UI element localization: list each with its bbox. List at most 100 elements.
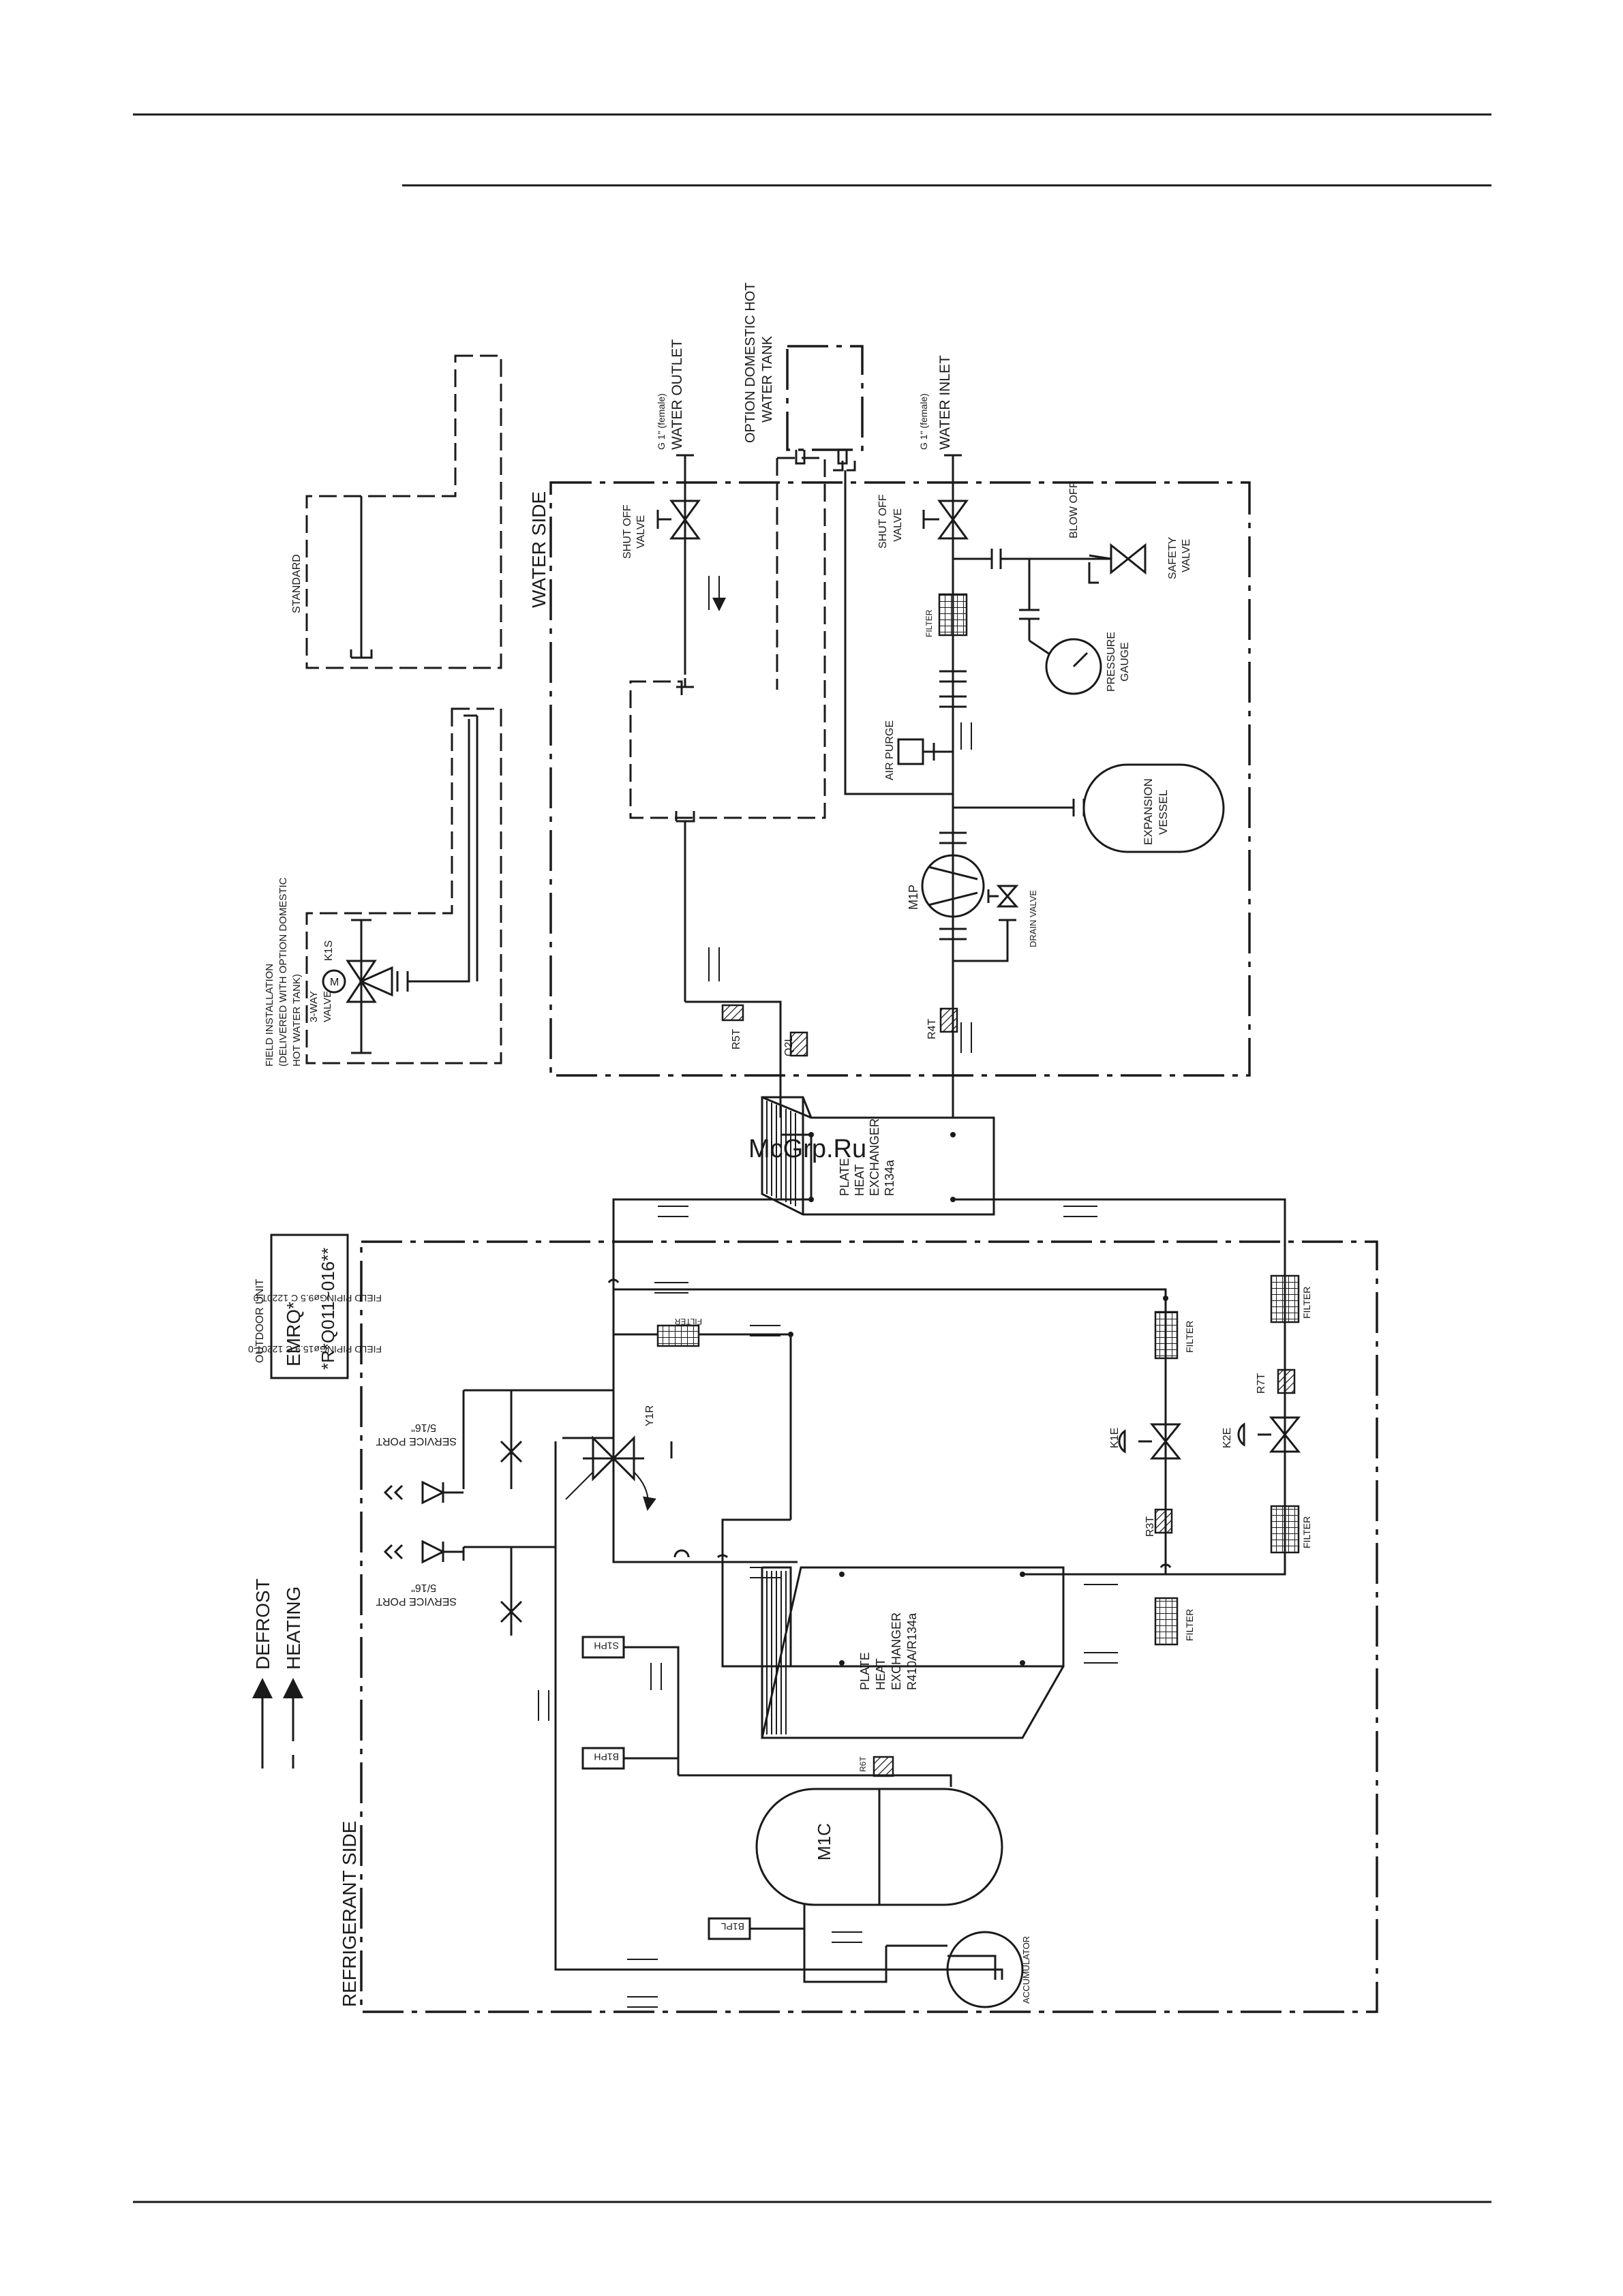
- water-side-boundary: [549, 481, 1251, 1077]
- dhw-return-pipe: [844, 470, 953, 795]
- tank-connection-lower: [833, 461, 856, 472]
- air-purge-label: AIR PURGE: [884, 720, 896, 780]
- y1r-label: Y1R: [644, 1405, 656, 1426]
- outlet-flange: [676, 678, 694, 688]
- service-port-label-2: SERVICE PORT: [376, 1595, 457, 1607]
- r3t-label: R3T: [1144, 1516, 1156, 1537]
- three-way-valve-label-2: VALVE: [322, 991, 333, 1022]
- filter-suction: [656, 1324, 700, 1347]
- safety-valve: [1110, 542, 1147, 575]
- tank-connection: [795, 450, 848, 465]
- filter-k1e-upper: [1154, 1311, 1179, 1360]
- field-installation-outline: [305, 707, 502, 1065]
- service-port-label-1: SERVICE PORT: [376, 1435, 457, 1447]
- flow-legend: DEFROST HEATING: [252, 1578, 304, 1769]
- pressure-gauge-needle: [1072, 652, 1089, 668]
- shut-off-outlet-label-2: VALVE: [635, 515, 647, 549]
- water-side-label: WATER SIDE: [528, 491, 549, 608]
- flow-arrow-inlet: [960, 722, 972, 750]
- q2l-label: Q2L: [783, 1036, 795, 1056]
- standard-label: STANDARD: [291, 554, 303, 613]
- shut-off-outlet-label-1: SHUT OFF: [622, 504, 633, 559]
- phe-refrigerant-plates: [766, 1571, 787, 1734]
- flow-arrow-return: [708, 947, 720, 981]
- service-port-valve-1: [421, 1480, 464, 1505]
- phe-water-body: [761, 1096, 995, 1216]
- model-label-1: EMRQ*: [283, 1302, 304, 1366]
- m1p-label: M1P: [907, 885, 920, 910]
- refrigerant-side-section: REFRIGERANT SIDE OUTDOOR UNIT EMRQ* *R*Q…: [248, 1133, 1378, 2013]
- four-way-valve-arrows: [565, 1471, 648, 1510]
- r5t-sensor: [721, 1004, 744, 1022]
- service-port-valve-2: [421, 1540, 464, 1564]
- drain-valve-label: DRAIN VALVE: [1028, 890, 1038, 947]
- standard-section: STANDARD: [291, 354, 502, 669]
- option-tank-label-1: OPTION DOMESTIC HOT: [743, 282, 758, 443]
- drain-valve-handle: [987, 889, 999, 903]
- circulation-pump-m1p: [921, 854, 985, 918]
- pressure-gauge: [1045, 638, 1102, 695]
- service-port-branch-2: [462, 1546, 513, 1636]
- k1e-label: K1E: [1109, 1428, 1121, 1448]
- water-outlet-thread-label: G 1" (female): [656, 393, 667, 450]
- shut-off-inlet-label-1: SHUT OFF: [877, 494, 889, 549]
- filter-k1e-upper-label: FILTER: [1184, 1321, 1195, 1353]
- water-inlet-thread-label: G 1" (female): [918, 393, 929, 450]
- three-way-valve-k1s: [346, 960, 377, 1003]
- watermark: McGrp.Ru: [748, 1135, 866, 1163]
- three-way-valve-main: [351, 919, 371, 1054]
- drain-valve: [996, 885, 1019, 908]
- motor-label: M: [330, 977, 339, 988]
- flow-arrow-field: [750, 1325, 780, 1336]
- safety-valve-label-2: VALVE: [1181, 539, 1192, 572]
- filter-k2e-lower-label: FILTER: [1301, 1516, 1312, 1548]
- expansion-valve-k1e: [1149, 1423, 1182, 1460]
- shut-off-inlet-label-2: VALVE: [892, 508, 904, 542]
- air-purge-link: [923, 743, 953, 761]
- phe-water-label-4: R134a: [883, 1159, 896, 1196]
- legend-heating-label: HEATING: [283, 1587, 304, 1670]
- safety-branch-pipe: [953, 549, 1111, 569]
- phe-water-label-2: HEAT: [853, 1164, 866, 1196]
- field-piping-15-9: [613, 1333, 792, 1520]
- r4t-label: R4T: [926, 1019, 938, 1039]
- field-piping-9-5: [613, 1288, 1167, 1312]
- phe-water-plates: [766, 1101, 796, 1206]
- phe-ref-label-2: HEAT: [874, 1658, 888, 1690]
- refrigerant-side-boundary: [360, 1240, 1378, 2013]
- expansion-vessel: [1082, 763, 1225, 853]
- k2e-actuator: [1237, 1422, 1271, 1447]
- b1pl-label: B1PL: [721, 1921, 744, 1932]
- flow-arrow-ref-1: [658, 1206, 688, 1217]
- r7t-label: R7T: [1256, 1373, 1267, 1394]
- flow-arrow-outlet: [709, 576, 719, 610]
- service-port-size-2: 5/16": [411, 1582, 436, 1593]
- k1e-actuator: [1118, 1429, 1152, 1454]
- phe-water-out-pipe: [685, 1000, 782, 1118]
- dhw-dashed-pipe: [629, 458, 826, 819]
- expansion-vessel-label-1: EXPANSION: [1142, 778, 1155, 845]
- expansion-branch: [953, 799, 1085, 816]
- plate-heat-exchanger-water: PLATE HEAT EXCHANGER R134a: [761, 1096, 995, 1216]
- service-port-nozzle-1: [383, 1484, 404, 1501]
- phe-water-label-1: PLATE: [838, 1158, 851, 1196]
- r3t-sensor: [1154, 1508, 1173, 1534]
- water-side-section: WATER SIDE OPTION DOMESTIC HOT WATER TAN…: [528, 282, 1251, 1118]
- filter-suction-label: FILTER: [674, 1317, 702, 1326]
- phe-ref-label-1: PLATE: [858, 1652, 872, 1690]
- domestic-hot-water-tank: [786, 345, 864, 451]
- three-way-valve-pipe: [408, 714, 479, 983]
- shut-off-valve-outlet: [669, 500, 701, 540]
- pressure-gauge-label-1: PRESSURE: [1106, 632, 1117, 692]
- expansion-valve-k2e: [1269, 1416, 1301, 1453]
- three-way-valve-motor: [322, 969, 346, 994]
- water-filter-label: FILTER: [924, 609, 934, 637]
- filter-k2e-upper: [1270, 1274, 1300, 1323]
- phe-ref-label-4: R410A/R134a: [905, 1612, 919, 1690]
- q2l-switch: [789, 1031, 808, 1057]
- ref-gas-pipe-upper: [612, 1135, 813, 1562]
- legend-defrost-label: DEFROST: [252, 1578, 273, 1670]
- safety-valve-outlet: [1088, 554, 1112, 584]
- filter-k1e-lower: [1154, 1597, 1179, 1646]
